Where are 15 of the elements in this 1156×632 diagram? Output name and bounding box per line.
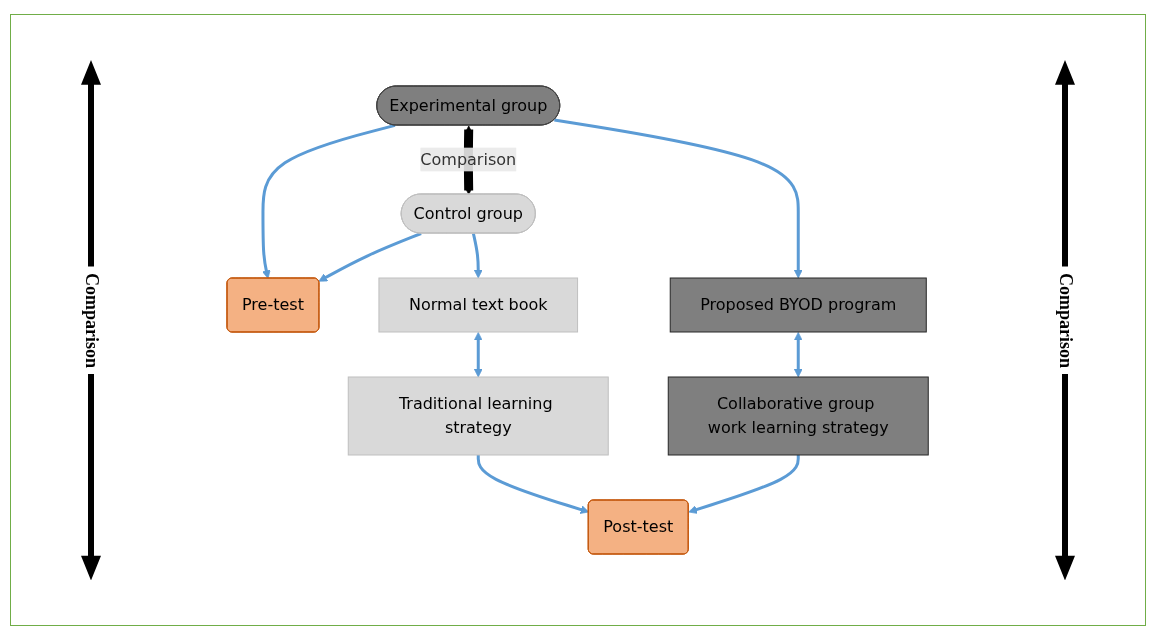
arrow: [794, 332, 804, 378]
arrow: [688, 455, 801, 514]
node-box: Collaborative group work learning strategy: [668, 376, 930, 456]
arrow: [554, 118, 804, 279]
axis-label: Comparison: [80, 271, 102, 370]
arrow: [477, 455, 590, 514]
node-box: Traditional learning strategy: [348, 376, 610, 456]
edge-label: Comparison: [420, 149, 517, 169]
node-box: Normal text book: [378, 277, 579, 333]
axis-label: Comparison: [1054, 271, 1076, 370]
arrow: [318, 232, 423, 282]
arrow: [261, 123, 396, 279]
arrow: [472, 233, 484, 279]
arrow: [474, 332, 484, 378]
node-box: Proposed BYOD program: [670, 277, 928, 333]
